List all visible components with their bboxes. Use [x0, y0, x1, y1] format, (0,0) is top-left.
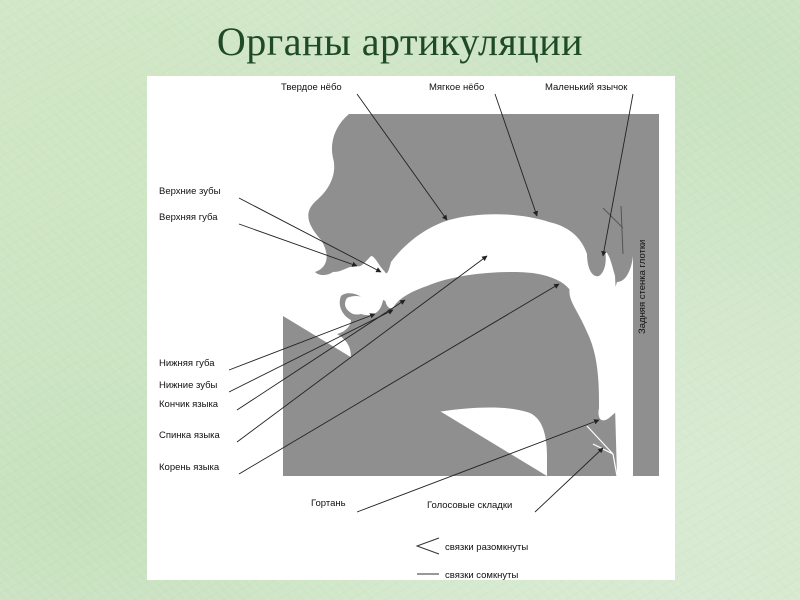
pointer-upper-lip	[238, 223, 358, 267]
tongue-mass	[283, 245, 647, 476]
uvula-marker-1	[620, 205, 624, 255]
pointer-lower-lip	[228, 313, 376, 371]
label-larynx: Гортань	[311, 498, 346, 509]
pointer-lower-teeth	[228, 309, 394, 393]
pointer-vocal-folds	[534, 447, 604, 513]
vocal-fold-line-3	[612, 453, 618, 477]
legend: связки разомкнуты связки сомкнуты	[415, 537, 528, 580]
oral-cavity	[384, 233, 596, 316]
throat-channel	[599, 256, 633, 476]
head-cross-section	[283, 114, 659, 476]
uvula-marker-2	[602, 207, 624, 229]
label-soft-palate: Мягкое нёбо	[429, 82, 484, 93]
label-upper-lip: Верхняя губа	[159, 212, 218, 223]
pointer-tongue-tip	[236, 299, 406, 411]
pointer-larynx	[356, 419, 600, 513]
articulation-diagram: Твердое нёбо Мягкое нёбо Маленький язычо…	[159, 82, 659, 580]
pointer-hard-palate	[356, 93, 448, 221]
pointer-uvula	[601, 93, 634, 257]
label-uvula: Маленький язычок	[545, 82, 628, 93]
label-tongue-back: Спинка языка	[159, 430, 221, 441]
label-pharynx-wall: Задняя стенка глотки	[637, 240, 648, 334]
diagram-panel: Твердое нёбо Мягкое нёбо Маленький язычо…	[147, 76, 675, 580]
lips-gap	[345, 296, 371, 315]
pointer-tongue-root	[238, 283, 560, 475]
label-hard-palate: Твердое нёбо	[281, 82, 342, 93]
pointer-soft-palate	[494, 93, 538, 217]
pointer-tongue-back	[236, 255, 488, 443]
pointer-upper-teeth	[238, 197, 382, 273]
label-lower-lip: Нижняя губа	[159, 358, 215, 369]
pointer-lines	[228, 93, 634, 513]
label-upper-teeth: Верхние зубы	[159, 186, 221, 197]
label-vocal-folds: Голосовые складки	[427, 500, 512, 511]
label-lower-teeth: Нижние зубы	[159, 380, 218, 391]
legend-open-symbol	[415, 537, 440, 555]
legend-open-label: связки разомкнуты	[445, 542, 528, 553]
vocal-fold-line-1	[586, 425, 614, 455]
label-tongue-root: Корень языка	[159, 462, 220, 473]
legend-closed-label: связки сомкнуты	[445, 570, 518, 580]
label-tongue-tip: Кончик языка	[159, 399, 219, 410]
pharynx-wall	[633, 114, 659, 476]
slide-title: Органы артикуляции	[216, 19, 584, 64]
